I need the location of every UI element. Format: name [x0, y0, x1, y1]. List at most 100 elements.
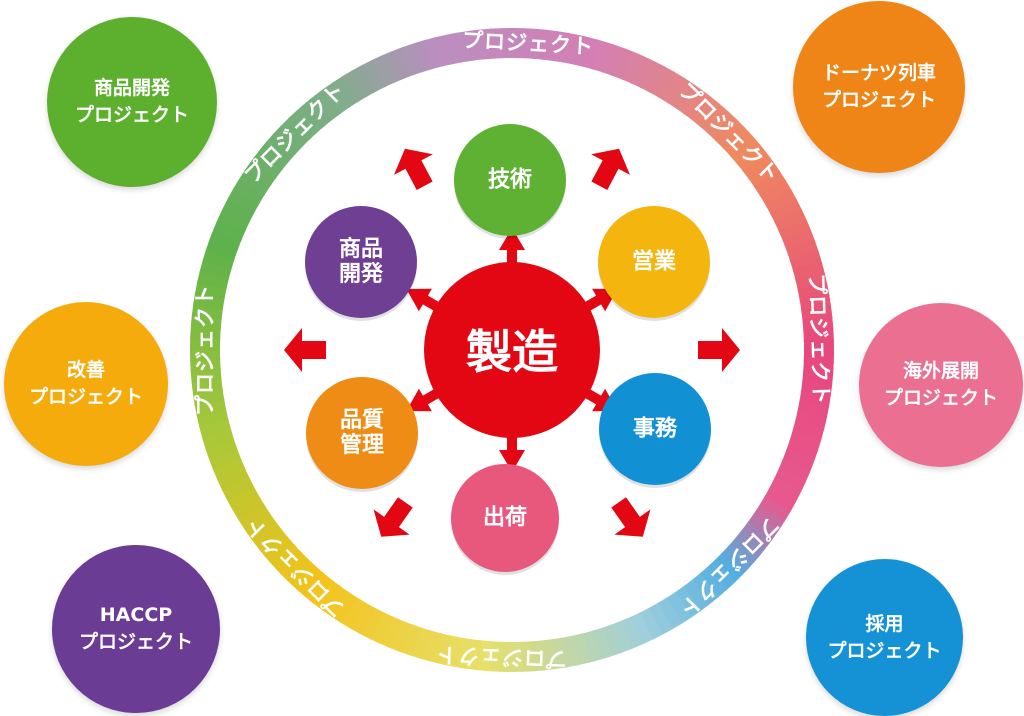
project-label-line1: ドーナツ列車 — [821, 62, 936, 84]
ring-project-label: プロジェクト — [435, 643, 568, 672]
ring-segment — [423, 37, 444, 70]
ring-segment — [512, 28, 526, 59]
ring-segment — [313, 88, 343, 120]
ring-segment — [489, 28, 504, 59]
ring-segment — [797, 400, 830, 420]
project-donut-train[interactable]: ドーナツ列車 プロジェクト — [793, 1, 965, 173]
ring-segment — [358, 606, 384, 640]
ring-segment — [742, 151, 774, 181]
ring-segment — [720, 545, 752, 576]
ring-segment — [774, 208, 808, 234]
ring-segment — [245, 158, 277, 187]
outward-arrow — [284, 328, 326, 372]
ring-segment — [368, 611, 394, 645]
ring-segment — [665, 592, 693, 625]
manufacturing-hub: 製造 — [406, 228, 618, 472]
dept-label: 管理 — [340, 432, 384, 458]
ring-segment — [698, 566, 728, 599]
ring-segment — [754, 169, 787, 197]
ring-segment — [209, 227, 243, 251]
outward-arrow — [698, 328, 740, 372]
ring-segment — [562, 32, 582, 65]
ring-segment — [201, 428, 235, 450]
ring-segment — [740, 521, 773, 551]
ring-segment — [305, 94, 334, 127]
ring-segment — [640, 60, 666, 94]
dept-office[interactable]: 事務 — [599, 373, 711, 488]
ring-segment — [233, 177, 266, 204]
project-label-line2: プロジェクト — [74, 104, 189, 126]
dept-label: 技術 — [488, 167, 532, 193]
ring-segment — [421, 630, 442, 663]
ring-segment — [370, 54, 396, 88]
ring-segment — [572, 35, 593, 68]
ring-segment — [232, 494, 265, 521]
ring-segment — [412, 39, 434, 73]
project-label-line2: プロジェクト — [883, 387, 998, 409]
dept-label: 事務 — [633, 416, 678, 442]
ring-segment — [707, 110, 738, 142]
outward-arrow — [591, 148, 631, 190]
ring-segment — [272, 124, 304, 155]
dept-sales[interactable]: 営業 — [598, 206, 710, 321]
dept-label: 商品 — [339, 236, 383, 262]
ring-segment — [431, 632, 452, 665]
dept-label: 営業 — [632, 249, 677, 275]
ring-segment — [265, 132, 297, 163]
ring-segment — [781, 449, 815, 473]
ring-segment — [530, 640, 546, 672]
ring-segment — [619, 616, 643, 650]
ring-segment — [520, 641, 535, 672]
dept-product-dev[interactable]: 商品開発 — [305, 206, 417, 321]
ring-segment — [360, 59, 386, 93]
ring-segment — [758, 496, 791, 523]
ring-segment — [690, 573, 719, 606]
project-label-line2: プロジェクト — [821, 89, 936, 111]
ring-segment — [226, 485, 260, 511]
ring-segment — [582, 37, 603, 70]
project-haccp[interactable]: HACCP プロジェクト — [52, 545, 220, 713]
ring-segment — [789, 250, 823, 272]
project-overseas[interactable]: 海外展開 プロジェクト — [859, 303, 1023, 467]
ring-segment — [675, 83, 704, 115]
ring-segment — [389, 619, 413, 653]
ring-segment — [728, 134, 761, 164]
project-kaizen[interactable]: 改善 プロジェクト — [4, 302, 168, 466]
ring-segment — [263, 536, 296, 566]
ring-segment — [250, 519, 282, 549]
outward-arrow — [393, 148, 433, 190]
project-recruiting[interactable]: 採用 プロジェクト — [806, 559, 963, 716]
ring-segment — [647, 602, 673, 636]
ring-segment — [580, 630, 601, 663]
ring-segment — [600, 624, 623, 657]
ring-segment — [381, 50, 405, 84]
dept-technology[interactable]: 技術 — [454, 124, 566, 239]
dept-shipping[interactable]: 出荷 — [451, 464, 559, 575]
ring-segment — [278, 551, 310, 582]
ring-segment — [673, 586, 702, 619]
ring-project-label: プロジェクト — [240, 512, 350, 622]
ring-segment — [311, 578, 341, 611]
dept-label: 開発 — [339, 262, 384, 287]
ring-segment — [208, 447, 242, 471]
ring-segment — [509, 641, 524, 672]
project-label-line1: 海外展開 — [902, 360, 979, 382]
project-label-line1: 採用 — [865, 612, 904, 635]
ring-segment — [792, 420, 825, 441]
ring-segment — [500, 27, 515, 59]
ring-segment — [769, 198, 803, 224]
ring-segment — [271, 543, 302, 574]
project-product-dev[interactable]: 商品開発 プロジェクト — [47, 17, 217, 187]
ring-segment — [734, 529, 766, 559]
ring-segment — [763, 487, 797, 513]
ring-segment — [351, 64, 377, 98]
ring-segment — [782, 229, 816, 253]
ring-segment — [722, 126, 753, 157]
ring-segment — [752, 504, 786, 532]
ring-segment — [683, 89, 713, 122]
ring-segment — [251, 149, 284, 179]
ring-segment — [630, 55, 656, 89]
ring-segment — [778, 219, 812, 243]
ring-segment — [296, 101, 326, 134]
